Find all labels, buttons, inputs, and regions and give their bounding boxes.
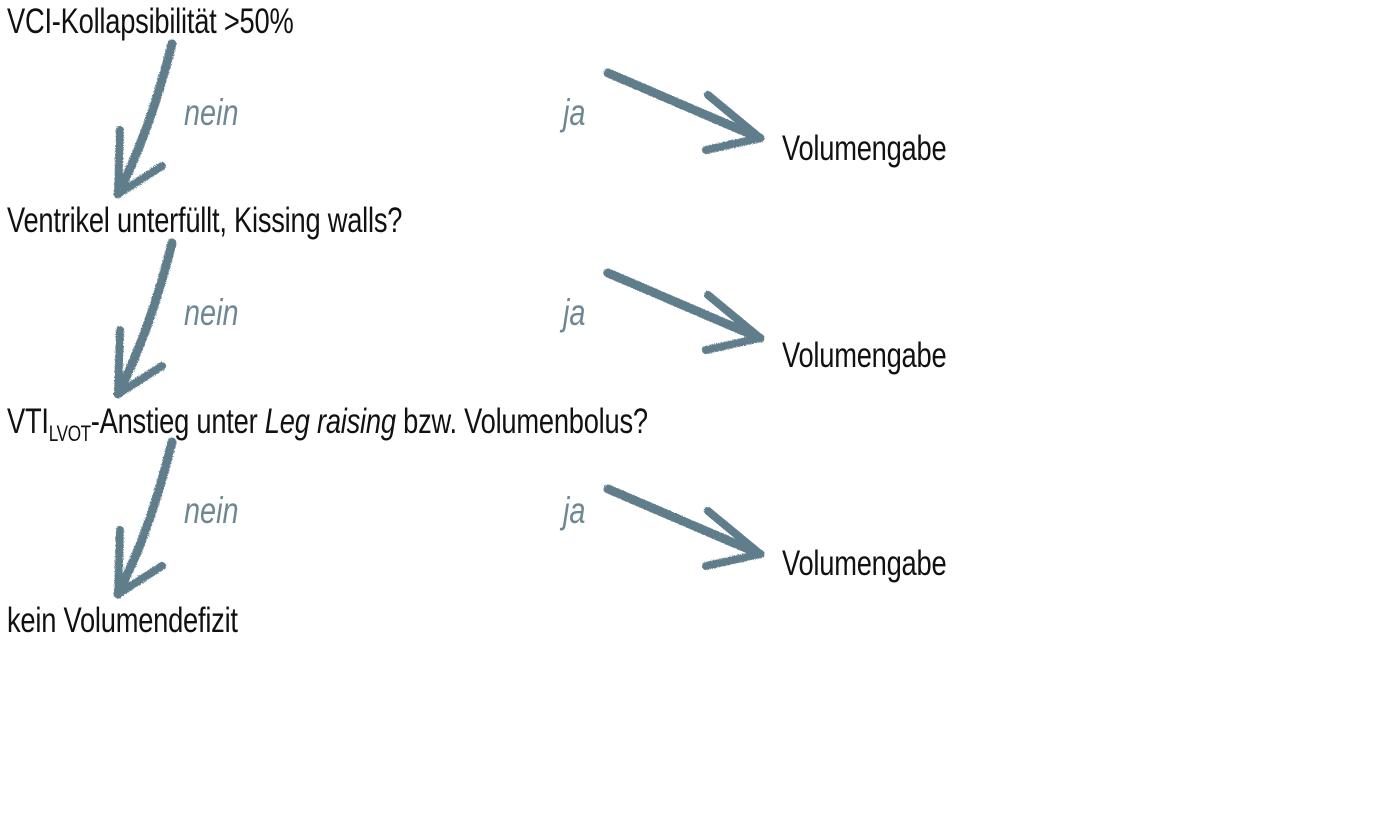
yes-label-2: ja (563, 292, 586, 333)
no-label-2: nein (184, 292, 239, 333)
yes-label-3: ja (563, 490, 586, 531)
question-1: VCI-Kollapsibilität >50% (7, 2, 294, 41)
outcome-volume-1: Volumengabe (782, 129, 947, 168)
question-3-text-b: -Anstieg unter (90, 402, 265, 441)
outcome-volume-3: Volumengabe (782, 544, 947, 583)
question-3-vti: VTI (7, 402, 49, 441)
question-3-text-d: bzw. Volumenbolus? (395, 402, 648, 441)
final-outcome: kein Volumendefizit (7, 601, 238, 640)
question-3-leg-raising: Leg raising (264, 402, 396, 441)
outcome-volume-2: Volumengabe (782, 336, 947, 375)
question-3: VTILVOT-Anstieg unter Leg raising bzw. V… (7, 404, 648, 445)
arrow-right-1 (603, 68, 765, 154)
arrow-down-1 (113, 39, 177, 199)
arrow-down-3 (113, 437, 177, 599)
arrow-right-2 (603, 268, 765, 354)
no-label-1: nein (184, 92, 239, 133)
arrow-right-3 (603, 484, 765, 570)
arrow-down-2 (113, 238, 177, 399)
no-label-3: nein (184, 490, 239, 531)
question-3-subscript: LVOT (48, 421, 91, 446)
yes-label-1: ja (563, 92, 586, 133)
question-2: Ventrikel unterfüllt, Kissing walls? (7, 201, 403, 240)
